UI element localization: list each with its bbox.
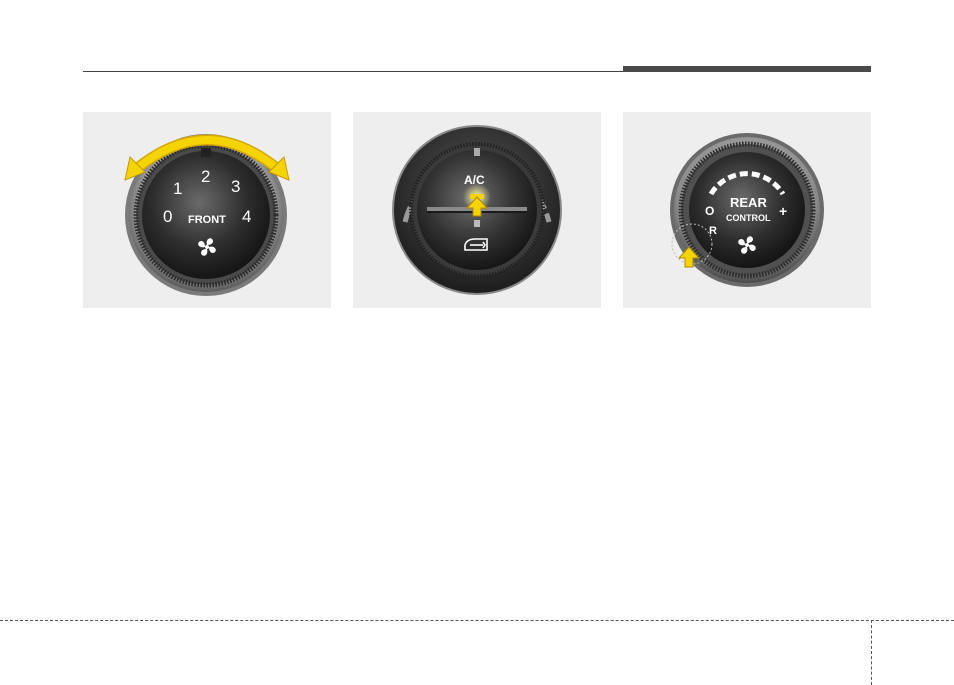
ac-button-illustration: A/C xyxy=(353,112,601,308)
footer-dashed-rule xyxy=(0,620,954,621)
front-label: FRONT xyxy=(188,214,226,226)
ac-marker xyxy=(474,220,480,227)
header-accent-bar xyxy=(623,66,871,72)
front-position-3: 3 xyxy=(231,177,240,196)
rear-control-illustration: REAR CONTROL O + R xyxy=(623,112,871,308)
front-position-1: 1 xyxy=(173,179,182,198)
front-position-2: 2 xyxy=(201,167,210,186)
rear-plus-label: + xyxy=(779,203,787,219)
front-position-0: 0 xyxy=(163,207,172,226)
rear-off-label: O xyxy=(705,204,714,218)
rear-subtitle: CONTROL xyxy=(726,213,771,223)
front-position-4: 4 xyxy=(242,207,251,226)
rear-r-label: R xyxy=(709,225,717,237)
footer-dashed-divider xyxy=(871,620,872,685)
rear-title: REAR xyxy=(730,195,767,210)
front-blower-illustration: 0 1 2 3 4 FRONT xyxy=(83,112,331,308)
